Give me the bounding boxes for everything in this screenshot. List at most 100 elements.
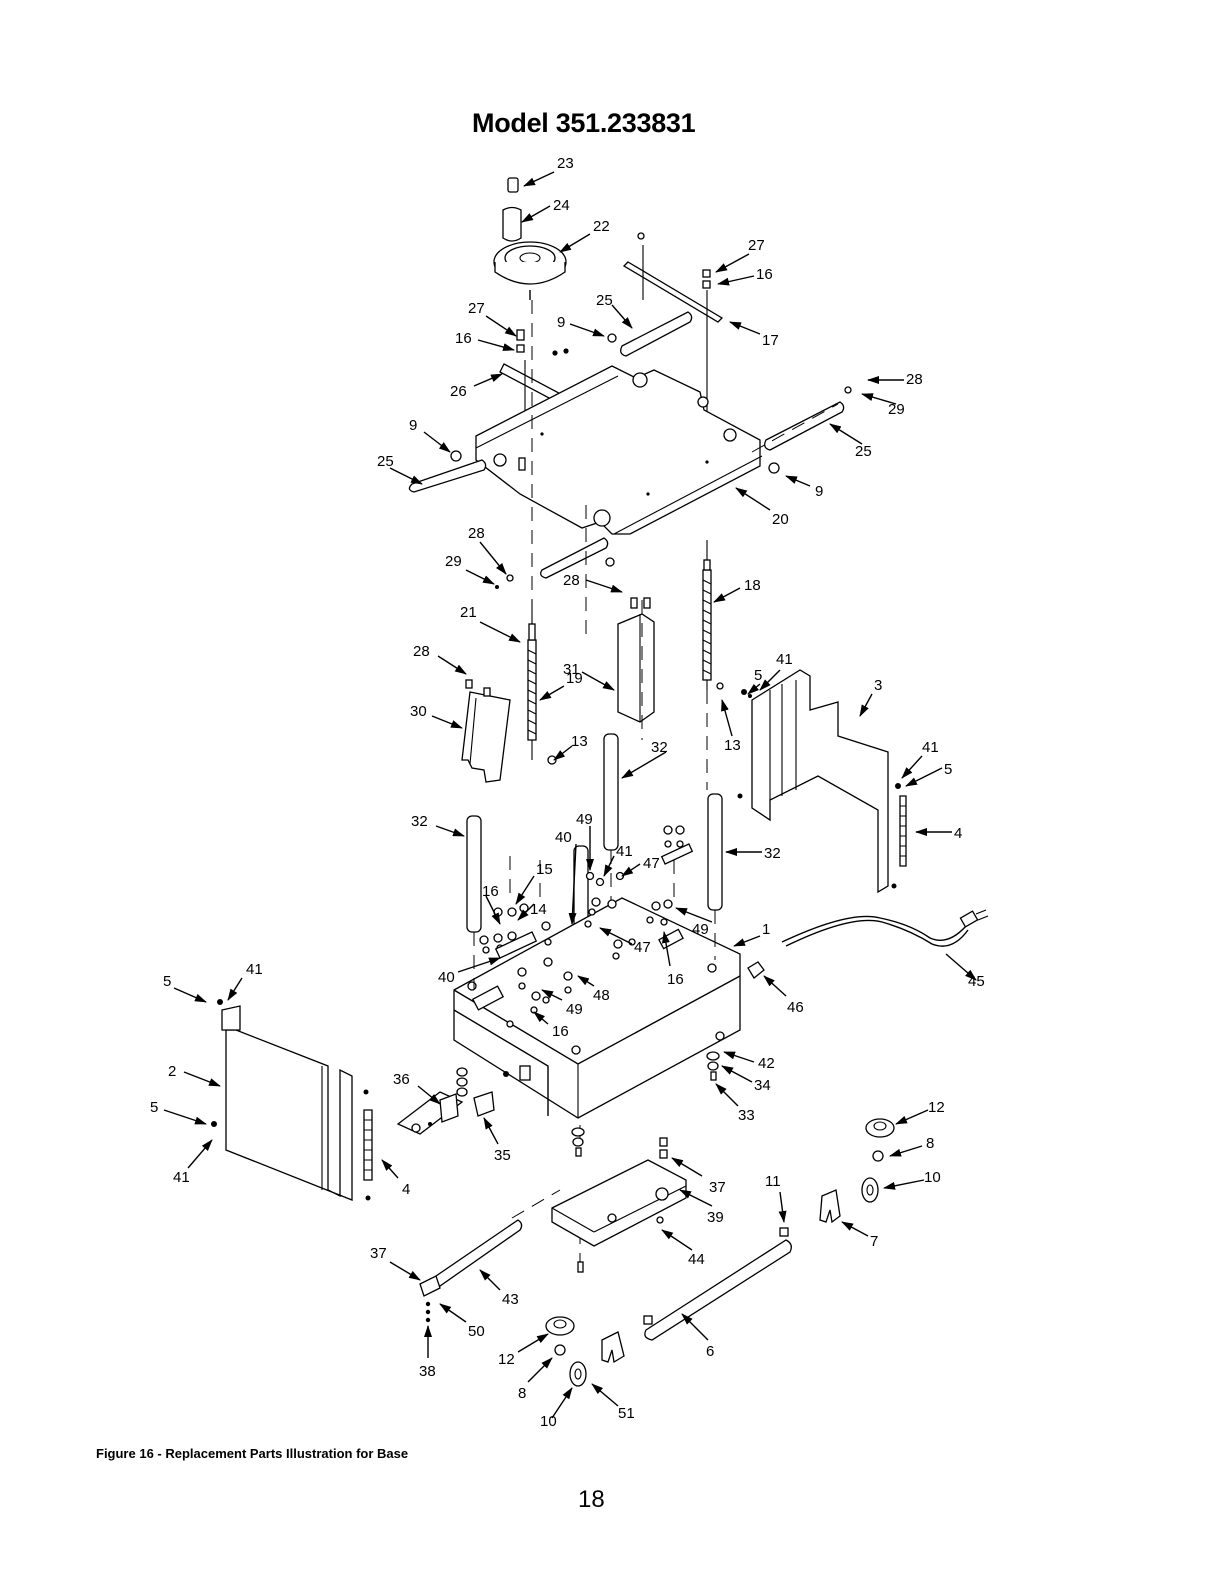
callout-label: 39 — [707, 1209, 724, 1226]
callout-label: 16 — [482, 883, 499, 900]
callout-label: 8 — [518, 1385, 526, 1402]
callout-label: 3 — [874, 677, 882, 694]
callout-leaders — [163, 171, 977, 1419]
callout-label: 27 — [748, 237, 765, 254]
callout-label: 41 — [173, 1169, 190, 1186]
callout-label: 15 — [536, 861, 553, 878]
callout-label: 13 — [724, 737, 741, 754]
callout-label: 17 — [762, 332, 779, 349]
pulley-set-left — [545, 1316, 625, 1387]
callout-label: 49 — [566, 1001, 583, 1018]
page-title: Model 351.233831 — [472, 108, 696, 138]
callout-label: 9 — [557, 314, 565, 331]
callout-label: 14 — [530, 901, 547, 918]
callout-label: 33 — [738, 1107, 755, 1124]
side-panel-2 — [211, 999, 373, 1201]
figure-caption: Figure 16 - Replacement Parts Illustrati… — [96, 1446, 409, 1461]
lower-shaft — [495, 537, 615, 589]
handwheel-assembly — [493, 177, 567, 300]
callout-label: 25 — [855, 443, 872, 460]
callout-label: 16 — [756, 266, 773, 283]
callout-label: 42 — [758, 1055, 775, 1072]
callout-label: 49 — [692, 921, 709, 938]
callout-label: 4 — [954, 825, 962, 842]
switch-35-36 — [396, 1091, 495, 1135]
callout-label: 4 — [402, 1181, 410, 1198]
callout-label: 7 — [870, 1233, 878, 1250]
callout-label: 28 — [906, 371, 923, 388]
leadscrew-19 — [527, 600, 537, 760]
cover-31 — [617, 597, 655, 723]
base-fasteners — [479, 825, 694, 1014]
callout-label: 28 — [563, 572, 580, 589]
callout-label: 12 — [928, 1099, 945, 1116]
shaft-25-left — [408, 450, 487, 493]
assembly-guide-lines — [473, 300, 716, 1270]
callout-label: 5 — [944, 761, 952, 778]
callout-label: 48 — [593, 987, 610, 1004]
bracket-39 — [551, 1137, 687, 1273]
callout-label: 28 — [413, 643, 430, 660]
callout-label: 28 — [468, 525, 485, 542]
callout-label: 1 — [762, 921, 770, 938]
callout-label: 50 — [468, 1323, 485, 1340]
callout-label: 31 — [563, 661, 580, 678]
leadscrew-18 — [547, 540, 724, 765]
callout-label: 41 — [616, 843, 633, 860]
callout-label: 9 — [815, 483, 823, 500]
callout-label: 41 — [776, 651, 793, 668]
callout-label: 30 — [410, 703, 427, 720]
callout-label: 23 — [557, 155, 574, 172]
callout-label: 9 — [409, 417, 417, 434]
shaft-25-right — [751, 386, 852, 474]
callout-label: 13 — [571, 733, 588, 750]
callout-label: 47 — [643, 855, 660, 872]
callout-label: 11 — [765, 1173, 781, 1190]
callout-label: 43 — [502, 1291, 519, 1308]
shaft-43 — [419, 1219, 523, 1323]
pulley-set-right — [819, 1118, 895, 1224]
callout-label: 5 — [163, 973, 171, 990]
callout-label: 2 — [168, 1063, 176, 1080]
callout-label: 32 — [764, 845, 781, 862]
callout-label: 5 — [754, 667, 762, 684]
callout-label: 25 — [377, 453, 394, 470]
callout-label: 20 — [772, 511, 789, 528]
callout-label: 40 — [555, 829, 572, 846]
callout-label: 12 — [498, 1351, 515, 1368]
callout-label: 47 — [634, 939, 651, 956]
callout-label: 41 — [922, 739, 939, 756]
power-cord-45 — [747, 909, 989, 979]
callout-label: 8 — [926, 1135, 934, 1152]
callout-label: 18 — [744, 577, 761, 594]
callout-label: 19 — [566, 670, 583, 687]
side-panel-3 — [737, 669, 907, 894]
callout-label: 16 — [455, 330, 472, 347]
callout-label: 29 — [888, 401, 905, 418]
base-1 — [453, 897, 741, 1119]
callout-label: 36 — [393, 1071, 410, 1088]
callout-label: 46 — [787, 999, 804, 1016]
callout-label: 16 — [667, 971, 684, 988]
callout-label: 37 — [370, 1245, 387, 1262]
callout-label: 16 — [552, 1023, 569, 1040]
callout-label: 22 — [593, 218, 610, 235]
callout-label: 29 — [445, 553, 462, 570]
callout-label: 41 — [246, 961, 263, 978]
callout-label: 44 — [688, 1251, 705, 1268]
shaft-25-upper — [620, 311, 693, 357]
callout-label: 24 — [553, 197, 570, 214]
page-number: 18 — [578, 1486, 605, 1513]
callout-label: 25 — [596, 292, 613, 309]
callout-label: 32 — [651, 739, 668, 756]
callout-label: 32 — [411, 813, 428, 830]
top-plate-20 — [475, 365, 763, 535]
base-feet — [456, 1051, 720, 1157]
callout-label: 26 — [450, 383, 467, 400]
callout-label: 5 — [150, 1099, 158, 1116]
callout-label: 6 — [706, 1343, 714, 1360]
callout-label: 21 — [460, 604, 477, 621]
cover-30 — [461, 679, 511, 783]
callout-label: 27 — [468, 300, 485, 317]
callout-label: 38 — [419, 1363, 436, 1380]
